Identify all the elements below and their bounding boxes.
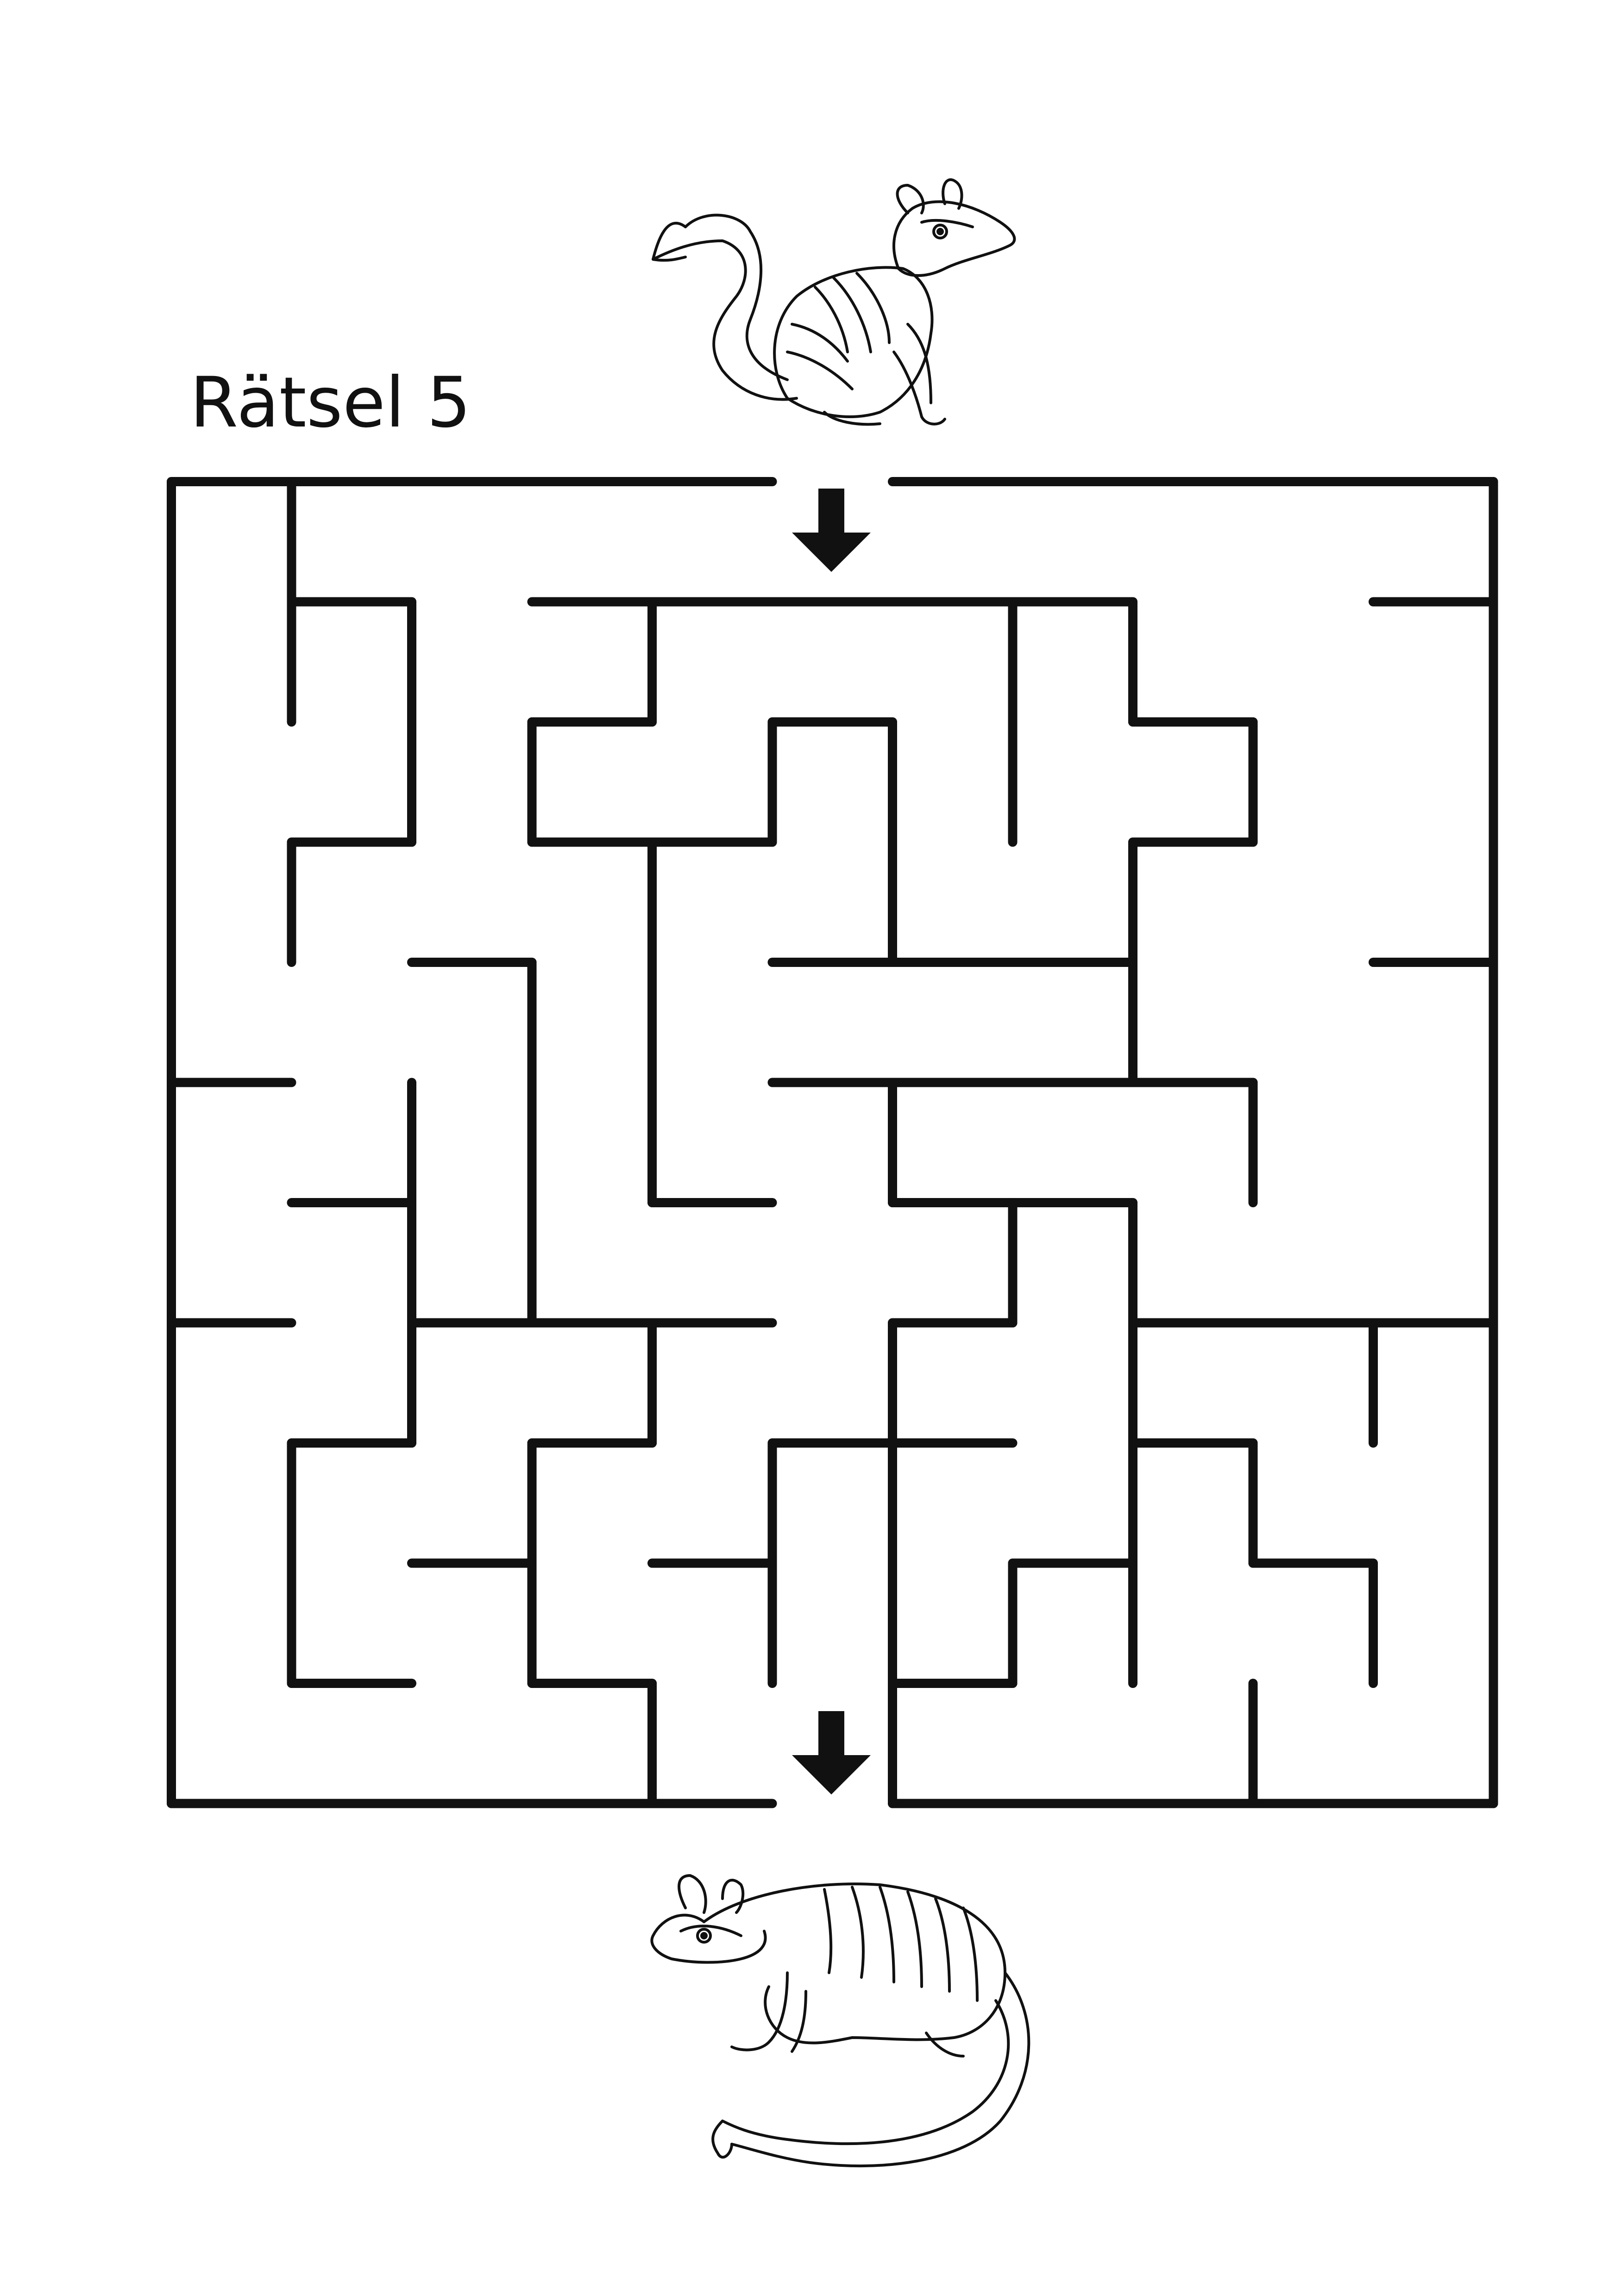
puzzle-title: Rätsel 5	[190, 363, 471, 443]
maze-walls	[167, 477, 1498, 1808]
numbat-standing-icon	[650, 1874, 1030, 2168]
entrance-arrow-icon	[792, 489, 871, 572]
exit-arrow-icon	[792, 1711, 871, 1794]
numbat-sitting-icon	[652, 178, 1016, 426]
